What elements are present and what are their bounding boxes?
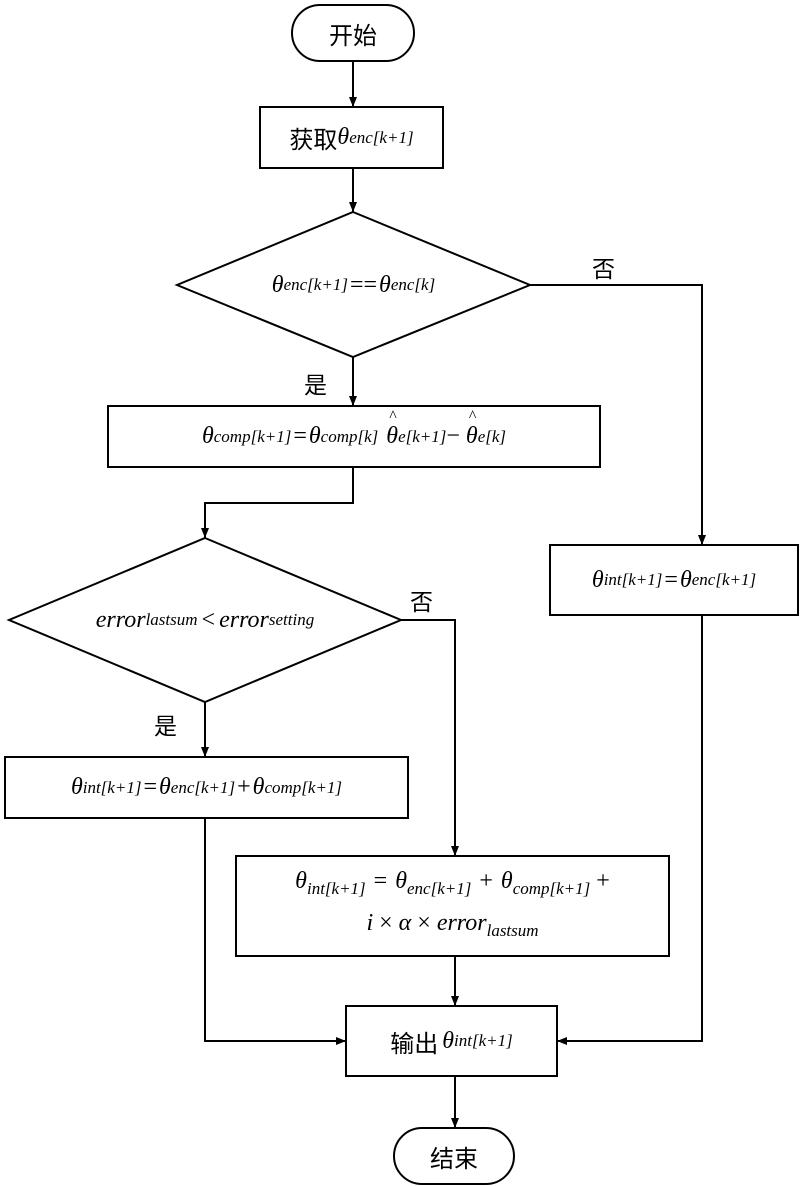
arrow-int-comp-to-output	[204, 818, 346, 1045]
error-term: error	[436, 910, 487, 936]
decision1-equals: ==	[349, 271, 378, 298]
theta-symbol: θ	[591, 566, 604, 593]
int-full-sub3: comp[k+1]	[512, 879, 591, 898]
comp-minus: −	[446, 423, 460, 449]
int-comp-sub2: enc[k+1]	[170, 777, 236, 797]
int-simple-sub1: int[k+1]	[603, 570, 663, 589]
acquire-box	[259, 106, 444, 169]
int-full-sub2: enc[k+1]	[407, 879, 472, 898]
theta-symbol: θ	[70, 774, 83, 800]
output-subscript: int[k+1]	[454, 1031, 513, 1050]
comp-sub4: e[k]	[477, 426, 507, 446]
error-term: error	[219, 606, 269, 633]
int-full-equals: =	[373, 868, 388, 894]
start-text: 开始	[329, 23, 377, 50]
decision2-yes-label: 是	[154, 714, 177, 739]
comp-label: θcomp[k+1] = θcomp[k] θe[k+1] − θe[k]	[108, 406, 600, 467]
decision2-no-label: 否	[410, 590, 433, 615]
decision1-yes-label: 是	[304, 373, 327, 398]
decision2-sub2: setting	[268, 610, 315, 629]
int-full-label: θint[k+1] = θenc[k+1] + θcomp[k+1] + i ×…	[236, 856, 669, 956]
arrow-int-simple-to-output	[557, 615, 703, 1045]
theta-hat-symbol: θ	[386, 408, 398, 450]
alpha-symbol: α	[398, 910, 412, 936]
theta-symbol: θ	[679, 566, 692, 593]
int-comp-sub1: int[k+1]	[82, 777, 142, 797]
decision2-less-than: <	[201, 606, 216, 633]
int-full-plus1: +	[479, 868, 493, 894]
int-full-box	[235, 855, 670, 957]
int-full-line1: θint[k+1] = θenc[k+1] + θcomp[k+1] +	[295, 864, 610, 906]
comp-sub1: comp[k+1]	[213, 426, 292, 446]
int-full-times2: ×	[417, 910, 431, 936]
acquire-prefix: 获取	[289, 128, 338, 154]
theta-symbol: θ	[500, 868, 513, 894]
decision2-sub1: lastsum	[145, 610, 198, 629]
int-full-i: i	[366, 910, 374, 936]
end-text: 结束	[430, 1146, 478, 1173]
theta-symbol: θ	[158, 774, 171, 800]
arrow-decision2-no	[401, 619, 459, 856]
theta-symbol: θ	[201, 423, 214, 449]
int-comp-sub3: comp[k+1]	[264, 777, 343, 797]
theta-symbol: θ	[395, 868, 408, 894]
theta-symbol: θ	[271, 271, 284, 298]
start-label: 开始	[292, 5, 414, 61]
int-simple-sub2: enc[k+1]	[691, 570, 757, 589]
theta-symbol: θ	[252, 774, 265, 800]
decision1-sub2: enc[k]	[390, 275, 436, 294]
decision1-sub1: enc[k+1]	[283, 275, 348, 294]
theta-symbol: θ	[308, 423, 321, 449]
arrow-decision1-no	[530, 284, 706, 545]
error-term: error	[95, 606, 146, 633]
int-comp-equals: =	[143, 774, 157, 800]
int-full-plus2: +	[596, 868, 610, 894]
theta-symbol: θ	[295, 868, 307, 894]
theta-symbol: θ	[379, 271, 391, 298]
comp-equals: =	[293, 423, 307, 449]
output-prefix: 输出	[390, 1031, 439, 1058]
decision1-no-label: 否	[592, 257, 615, 282]
theta-symbol: θ	[442, 1027, 455, 1054]
int-full-sub4: lastsum	[486, 921, 539, 940]
theta-symbol: θ	[337, 124, 350, 150]
acquire-subscript: enc[k+1]	[349, 127, 414, 147]
int-full-line2: i × α × errorlastsum	[366, 906, 538, 948]
int-comp-plus: +	[237, 774, 251, 800]
comp-sub3: e[k+1]	[398, 426, 447, 446]
theta-hat-symbol: θ	[466, 408, 478, 450]
int-simple-box	[549, 544, 799, 616]
comp-sub2: comp[k]	[320, 426, 379, 446]
int-full-times1: ×	[379, 910, 393, 936]
arrow-comp-to-decision2	[201, 467, 354, 538]
int-simple-equals: =	[664, 566, 678, 593]
int-comp-box	[4, 756, 409, 819]
int-full-sub1: int[k+1]	[306, 879, 366, 898]
end-label: 结束	[394, 1128, 514, 1184]
